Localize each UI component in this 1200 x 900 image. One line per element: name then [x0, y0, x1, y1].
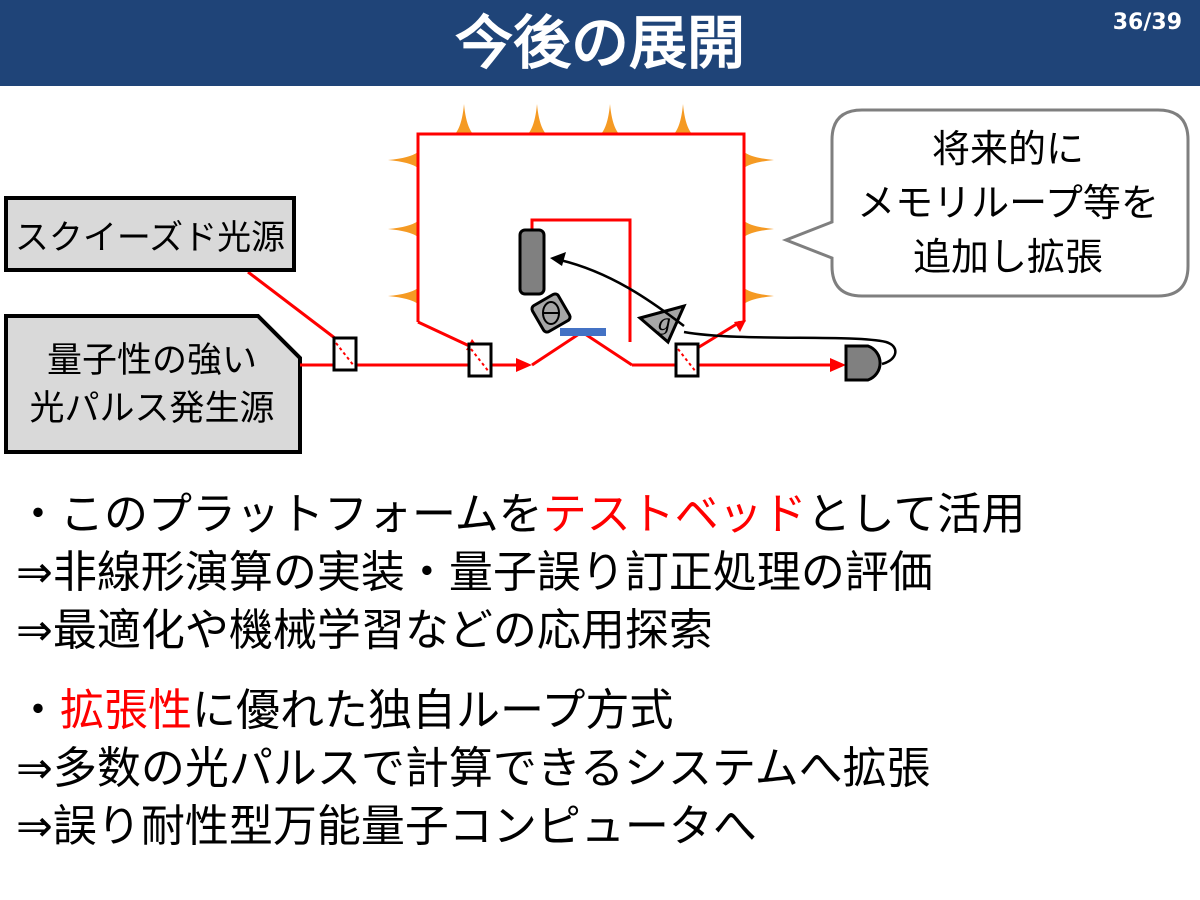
- outer-loop: [416, 132, 746, 322]
- squeezed-feed: [247, 270, 341, 344]
- spike-left-3: [388, 288, 418, 304]
- spike-top-3: [601, 104, 619, 134]
- blue-beam-splitter: [560, 328, 606, 336]
- output-detector: [844, 344, 882, 382]
- spike-left-1: [388, 152, 418, 168]
- callout-line-1: 将来的に: [931, 127, 1084, 171]
- spike-top-2: [528, 104, 546, 134]
- arrow-loop-up: [734, 320, 746, 332]
- main-line-3: [531, 330, 633, 367]
- loop-detector: [518, 228, 546, 296]
- pulse-source-box: [4, 314, 302, 454]
- spike-top-4: [674, 104, 692, 134]
- testbed-highlight: テストベッド: [542, 489, 807, 540]
- arrow-detector: [830, 358, 846, 372]
- bullet-testbed: ・このプラットフォームをテストベッドとして活用: [16, 489, 1026, 540]
- feedback-cables: [559, 258, 897, 366]
- gain-amplifier: g: [636, 303, 687, 345]
- bullet-list: ・このプラットフォームをテストベッドとして活用 ⇒非線形演算の実装・量子誤り訂正…: [16, 486, 1186, 856]
- pulse-source-label: 量子性の強い 光パルス発生源: [6, 318, 298, 452]
- cable-arrowhead: [550, 252, 566, 266]
- spike-right-3: [744, 288, 774, 304]
- spike-right-2: [744, 221, 774, 237]
- cable-to-detector: [683, 330, 897, 366]
- bullet-scalability: ・拡張性に優れた独自ループ方式: [16, 685, 674, 736]
- slide-title: 今後の展開: [454, 9, 745, 77]
- sub-bullet-applications: ⇒最適化や機械学習などの応用探索: [16, 605, 713, 656]
- pulse-source-line-2: 光パルス発生源: [29, 389, 275, 429]
- cable-to-loop-detector: [559, 258, 685, 327]
- sub-bullet-fault-tolerant: ⇒誤り耐性型万能量子コンピュータへ: [16, 801, 757, 852]
- pulse-source-line-1: 量子性の強い: [46, 341, 257, 381]
- loss-spikes: [388, 104, 774, 304]
- callout-bubble: [781, 108, 1190, 298]
- squeezed-source-label: スクイーズド光源: [14, 217, 286, 258]
- spike-top-1: [455, 104, 473, 134]
- arrow-main: [516, 358, 532, 372]
- callout-line-3: 追加し拡張: [912, 235, 1103, 279]
- squeezed-source-box: スクイーズド光源: [4, 196, 296, 272]
- page-number: 36/39: [1112, 10, 1182, 35]
- spike-right-1: [744, 152, 774, 168]
- sub-bullet-nonlinear: ⇒非線形演算の実装・量子誤り訂正処理の評価: [16, 547, 933, 598]
- callout-text: 将来的に メモリループ等を 追加し拡張: [832, 112, 1184, 294]
- phase-shifter: [530, 292, 572, 334]
- gain-label: g: [657, 311, 671, 336]
- beam-splitters: [332, 336, 700, 378]
- scalability-highlight: 拡張性: [60, 685, 192, 736]
- spike-left-2: [388, 221, 418, 237]
- sub-bullet-many-pulses: ⇒多数の光パルスで計算できるシステムへ拡張: [16, 743, 931, 794]
- callout-line-2: メモリループ等を: [857, 181, 1159, 225]
- title-bar: [0, 0, 1200, 86]
